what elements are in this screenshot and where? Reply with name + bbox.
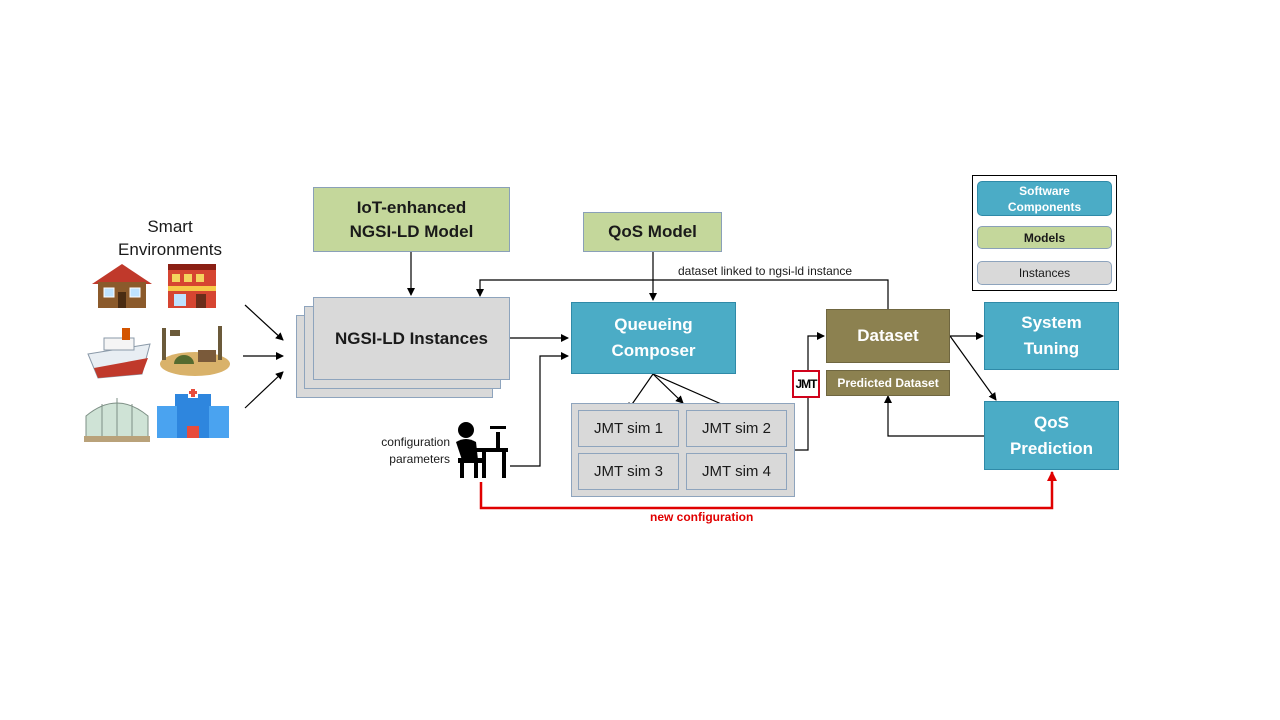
person-at-desk-icon [456,422,508,478]
qos-prediction-box: QoS Prediction [984,401,1119,470]
predicted-dataset-label: Predicted Dataset [837,376,939,390]
dataset-link-label: dataset linked to ngsi-ld instance [678,264,853,278]
ngsi-ld-instances-box: NGSI-LD Instances [313,297,510,380]
qos-model-label: QoS Model [608,222,697,241]
qos-model-box: QoS Model [583,212,722,252]
legend-software-label: Software Components [1007,183,1082,214]
cruise-ship-icon [87,328,151,379]
configuration-parameters-label: configuration parameters [381,435,450,466]
jmt-logo-text: JMT [795,377,818,391]
jmt-sim-2: JMT sim 2 [686,410,787,447]
qos-prediction-label: QoS Prediction [1009,412,1094,458]
queueing-composer-label: Queueing Composer [611,315,696,360]
jmt-sim-4: JMT sim 4 [686,453,787,490]
legend-instances-label: Instances [1018,266,1071,280]
legend-software-components: Software Components [977,181,1112,216]
dataset-box: Dataset [826,309,950,363]
legend-instances: Instances [977,261,1112,285]
jmt-sim-3: JMT sim 3 [578,453,679,490]
greenhouse-icon [84,398,150,442]
legend [972,175,1117,291]
iot-ngsi-ld-model-label: IoT-enhanced NGSI-LD Model [349,197,474,241]
military-camp-icon [160,326,230,376]
queueing-composer-box: Queueing Composer [571,302,736,374]
smart-environments-label: Smart Environments [118,217,222,259]
iot-ngsi-ld-model-box: IoT-enhanced NGSI-LD Model [313,187,510,252]
system-tuning-label: System Tuning [1021,313,1082,358]
system-tuning-box: System Tuning [984,302,1119,370]
jmt-sim-1: JMT sim 1 [578,410,679,447]
legend-models: Models [977,226,1112,249]
hospital-icon [157,388,229,438]
shop-icon [168,264,216,308]
jmt-logo-icon: JMT [792,370,820,398]
ngsi-ld-instances-label: NGSI-LD Instances [334,328,489,348]
new-configuration-label: new configuration [650,510,754,524]
house-icon [92,264,152,308]
dataset-label: Dataset [857,326,919,345]
legend-models-label: Models [1023,230,1066,245]
predicted-dataset-box: Predicted Dataset [826,370,950,396]
